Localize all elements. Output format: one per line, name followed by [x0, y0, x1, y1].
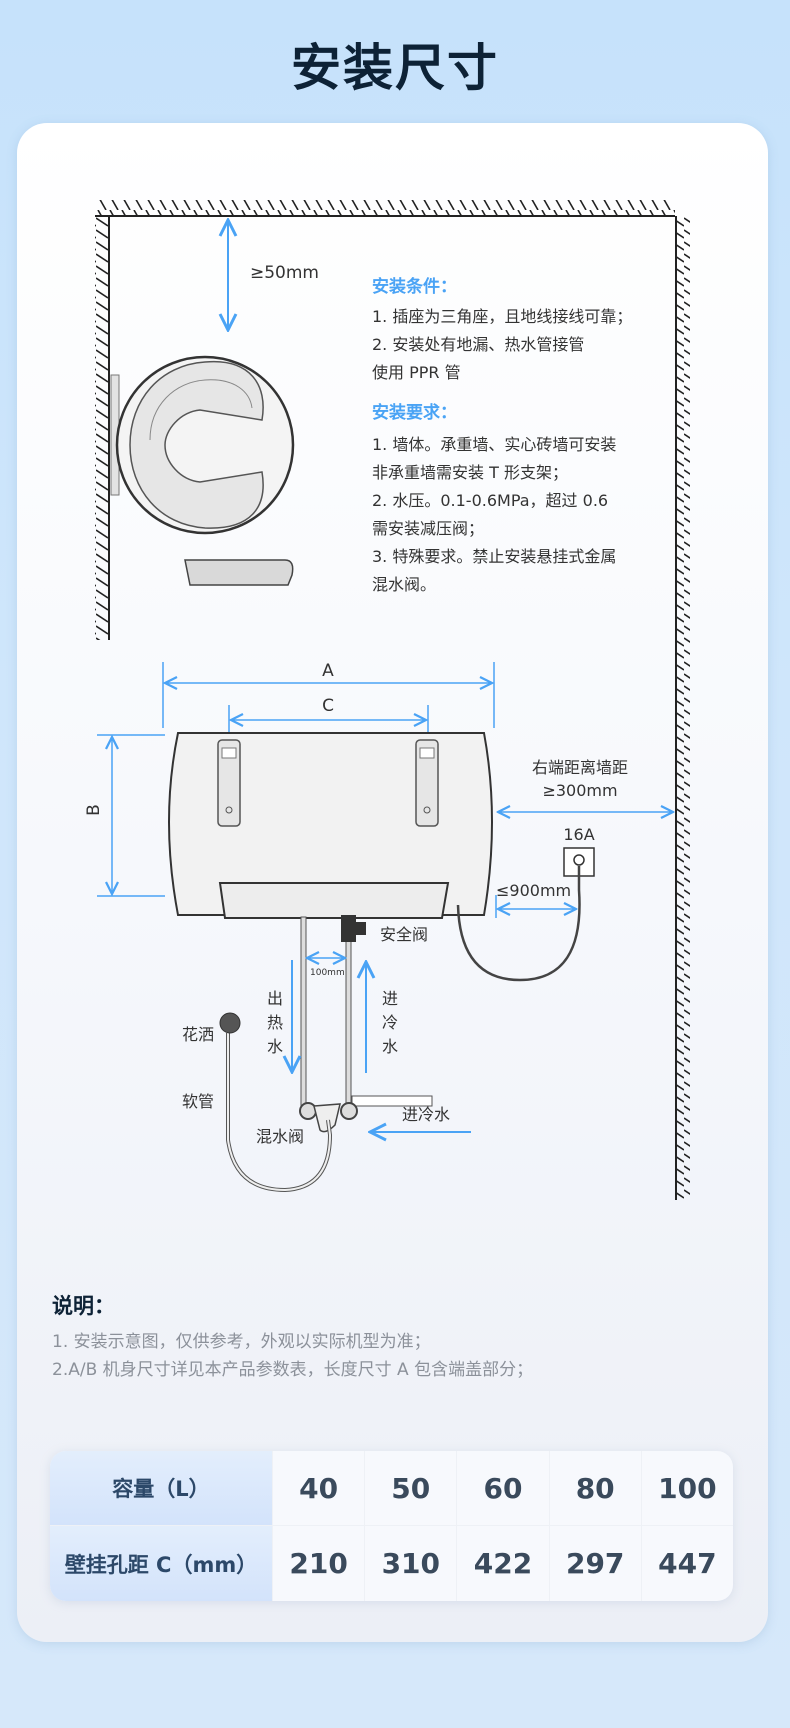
pipes — [219, 915, 433, 1193]
requirement-line: 1. 墙体。承重墙、实心砖墙可安装 — [372, 435, 616, 454]
spec-table: 容量（L） 40 50 60 80 100 壁挂孔距 C（mm） 210 310… — [50, 1451, 733, 1601]
table-cell: 310 — [364, 1526, 456, 1601]
pipe-gap-label: 100mm — [310, 968, 345, 978]
dimension-b-label: B — [84, 804, 104, 816]
requirement-line: 混水阀。 — [372, 575, 436, 594]
row-header-hole-distance: 壁挂孔距 C（mm） — [50, 1526, 272, 1601]
requirement-line: 需安装减压阀； — [372, 519, 484, 538]
page-title: 安装尺寸 — [291, 39, 499, 97]
notes-title: 说明： — [52, 1294, 115, 1318]
condition-line: 使用 PPR 管 — [372, 363, 461, 382]
socket-label: 16A — [563, 825, 594, 844]
condition-line: 2. 安装处有地漏、热水管接管 — [372, 335, 584, 354]
hot-out-label: 出 — [267, 989, 283, 1008]
table-cell: 50 — [364, 1451, 457, 1526]
table-cell: 447 — [640, 1526, 733, 1601]
cold-in-label: 进 — [382, 989, 398, 1008]
mixer-label: 混水阀 — [256, 1127, 304, 1146]
heater-front-view — [168, 732, 493, 919]
note-line: 1. 安装示意图，仅供参考，外观以实际机型为准； — [52, 1332, 431, 1352]
left-wall — [95, 216, 110, 640]
table-cell: 100 — [640, 1451, 733, 1526]
table-cell: 60 — [456, 1451, 549, 1526]
dimension-c — [228, 705, 429, 735]
note-line: 2.A/B 机身尺寸详见本产品参数表，长度尺寸 A 包含端盖部分； — [52, 1360, 534, 1380]
cold-inlet-label: 进冷水 — [402, 1105, 450, 1124]
dimension-c-label: C — [322, 696, 334, 716]
hot-out-label: 热 — [267, 1013, 283, 1032]
right-wall — [675, 216, 690, 1200]
right-wall-label: 右端距离墙距 — [532, 758, 628, 777]
ceiling-wall — [95, 200, 675, 217]
table-cell: 80 — [548, 1451, 641, 1526]
requirement-line: 2. 水压。0.1-0.6MPa，超过 0.6 — [372, 491, 608, 510]
requirements-title: 安装要求： — [372, 402, 457, 423]
dimension-b — [97, 734, 165, 897]
notes-section: 说明： 1. 安装示意图，仅供参考，外观以实际机型为准； 2.A/B 机身尺寸详… — [52, 1290, 533, 1384]
requirement-line: 非承重墙需安装 T 形支架； — [372, 463, 568, 482]
socket-distance-label: ≤900mm — [496, 881, 571, 900]
dimension-a — [162, 662, 495, 728]
dimension-a-label: A — [322, 661, 334, 681]
shower-label: 花洒 — [182, 1025, 214, 1044]
table-cell: 40 — [272, 1451, 365, 1526]
right-wall-value: ≥300mm — [542, 781, 617, 800]
condition-line: 1. 插座为三角座，且地线接线可靠； — [372, 307, 632, 326]
table-cell: 422 — [456, 1526, 548, 1601]
hot-out-label: 水 — [267, 1037, 283, 1056]
conditions-title: 安装条件： — [372, 276, 457, 297]
top-clearance-label: ≥50mm — [250, 263, 319, 283]
table-cell: 297 — [548, 1526, 641, 1601]
safety-valve-label: 安全阀 — [380, 925, 428, 944]
hose-label: 软管 — [182, 1092, 214, 1111]
cold-in-label: 水 — [382, 1037, 398, 1056]
heater-side-view — [110, 355, 295, 586]
cold-in-label: 冷 — [382, 1013, 398, 1032]
table-cell: 210 — [272, 1526, 364, 1601]
requirement-line: 3. 特殊要求。禁止安装悬挂式金属 — [372, 547, 616, 566]
row-header-capacity: 容量（L） — [50, 1451, 272, 1526]
power-cable — [456, 866, 581, 982]
